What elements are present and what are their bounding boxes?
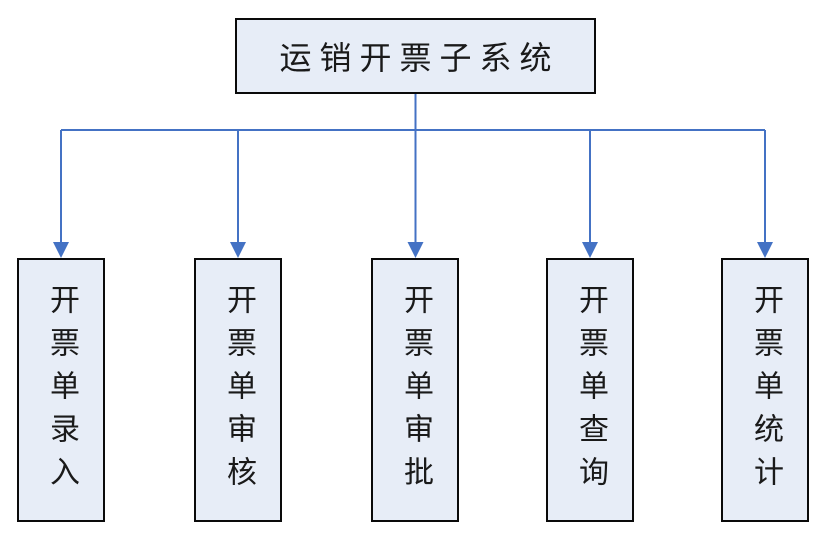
diagram-root-label: 运销开票子系统 (279, 40, 560, 76)
arrowhead-down-icon (53, 242, 69, 258)
diagram-leaf-label: 开票单统计 (749, 284, 782, 499)
diagram-leaf-label: 开票单查询 (574, 284, 607, 499)
diagram-leaf-label: 开票单审批 (399, 284, 432, 499)
diagram-leaf-box-invoice-approval: 开票单审批 (371, 258, 459, 522)
diagram-leaf-label: 开票单审核 (222, 284, 255, 499)
diagram-leaf-box-invoice-query: 开票单查询 (546, 258, 634, 522)
diagram-leaf-box-invoice-review: 开票单审核 (194, 258, 282, 522)
arrowhead-down-icon (230, 242, 246, 258)
diagram-leaf-box-invoice-statistics: 开票单统计 (721, 258, 809, 522)
diagram-root-box: 运销开票子系统 (235, 18, 596, 94)
arrowhead-down-icon (407, 242, 424, 258)
arrowhead-down-icon (582, 242, 598, 258)
arrowhead-down-icon (757, 242, 773, 258)
diagram-leaf-box-invoice-entry: 开票单录入 (17, 258, 105, 522)
diagram-leaf-label: 开票单录入 (45, 284, 78, 499)
